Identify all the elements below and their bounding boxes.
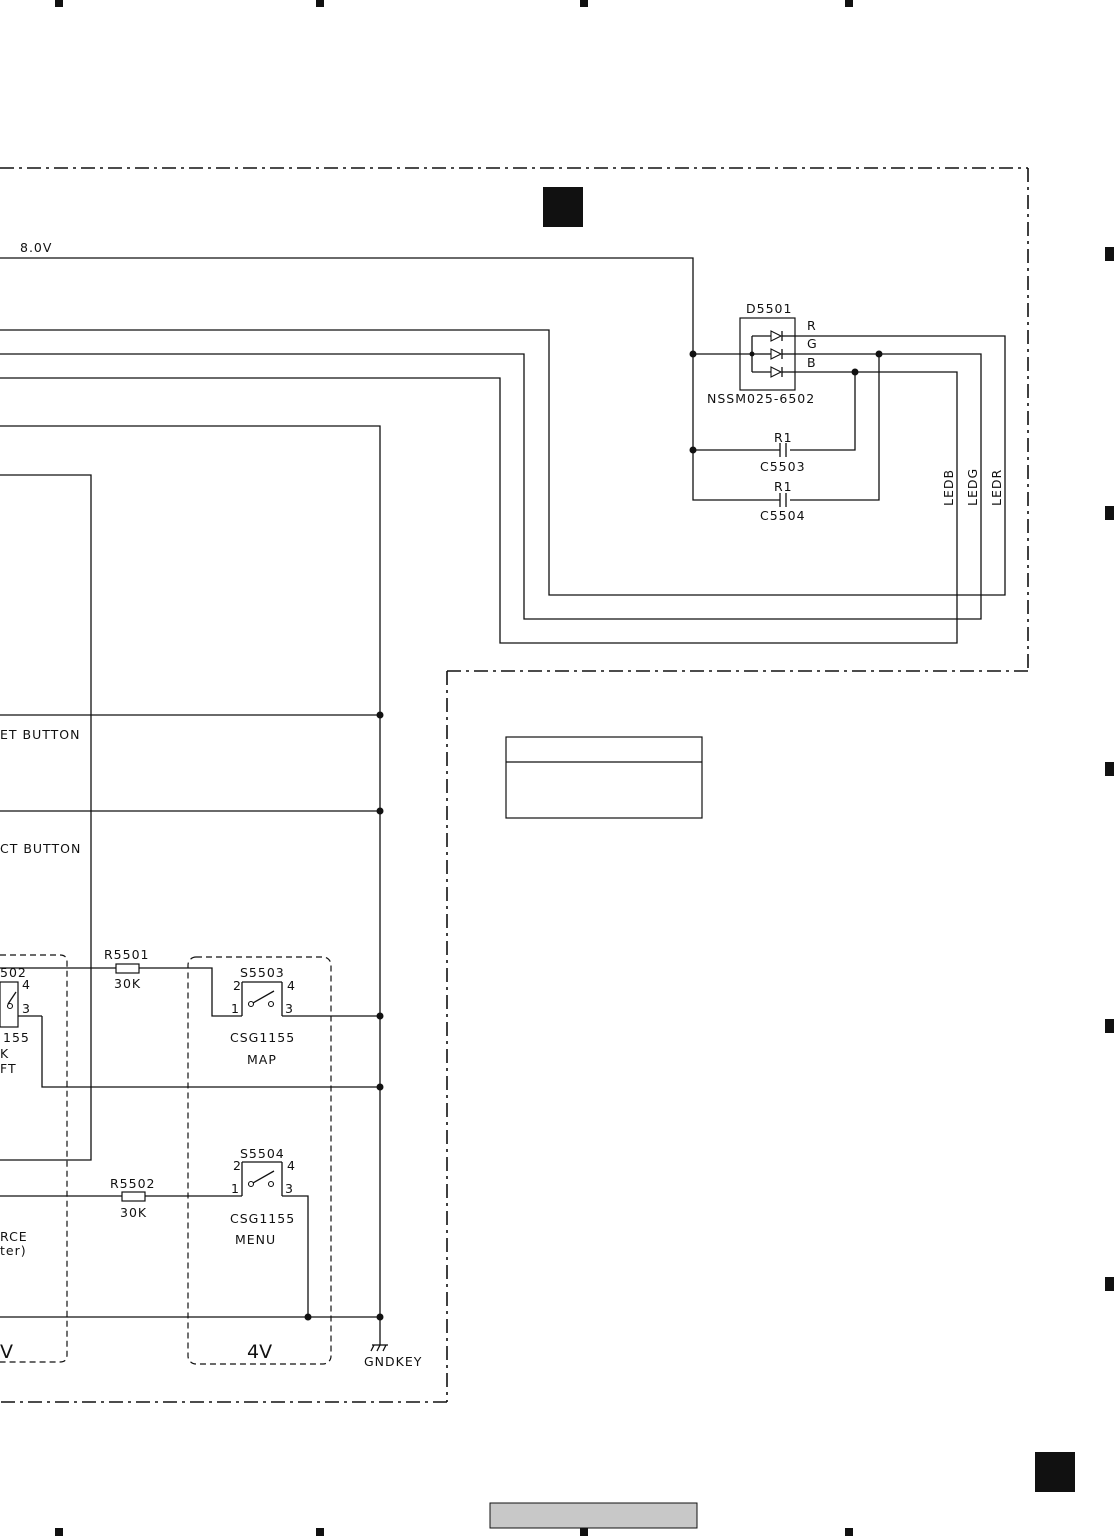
group-label-left: V — [0, 1341, 13, 1363]
r5502-value: 30K — [120, 1205, 147, 1220]
capacitor-c5503 — [779, 443, 787, 457]
switch-group-right — [187, 956, 332, 1365]
s5503-pin4: 4 — [287, 978, 296, 993]
s5504-ref: S5504 — [240, 1146, 285, 1161]
led-pin-r: R — [807, 318, 817, 333]
page-marker — [1035, 1452, 1075, 1492]
led-part: NSSM025-6502 — [707, 391, 815, 406]
cap1-value: R1 — [774, 430, 793, 445]
s5502-ref-partial: 502 — [0, 965, 27, 980]
footer-box — [489, 1502, 698, 1529]
s5503-pin1: 1 — [231, 1001, 240, 1016]
net-label-ledr: LEDR — [989, 469, 1004, 506]
ground-label: GNDKEY — [364, 1354, 422, 1369]
cap2-ref: C5504 — [760, 508, 806, 523]
s5503-ref: S5503 — [240, 965, 285, 980]
button-label-2: CT BUTTON — [0, 841, 81, 856]
supply-label: 8.0V — [20, 240, 52, 255]
cap2-value: R1 — [774, 479, 793, 494]
ground-symbol — [370, 1344, 388, 1352]
s5502-pin3: 3 — [22, 1001, 31, 1016]
r5501-value: 30K — [114, 976, 141, 991]
s5503-pin3: 3 — [285, 1001, 294, 1016]
s5504-pin2: 2 — [233, 1158, 242, 1173]
registration-marks — [55, 0, 1114, 1536]
source-label-partial-1: RCE — [0, 1229, 28, 1244]
net-label-ledb: LEDB — [941, 469, 956, 506]
led-pin-g: G — [807, 336, 818, 351]
switch-s5502-partial — [0, 981, 42, 1028]
r5501-ref: R5501 — [104, 947, 150, 962]
capacitor-c5504 — [779, 493, 787, 507]
s5502-part-partial: 155 — [3, 1030, 30, 1045]
s5502-pin4: 4 — [22, 977, 31, 992]
switch-s5503 — [241, 981, 380, 1017]
button-label-1: ET BUTTON — [0, 727, 80, 742]
s5504-pin1: 1 — [231, 1181, 240, 1196]
supply-net — [0, 257, 780, 501]
source-label-partial-2: ter) — [0, 1243, 27, 1258]
section-marker — [543, 187, 583, 227]
switch-s5504 — [241, 1161, 309, 1317]
legend-table — [505, 736, 703, 819]
s5503-part: CSG1155 — [230, 1030, 295, 1045]
s5502-line1-partial: K — [0, 1046, 9, 1061]
s5504-name: MENU — [235, 1232, 276, 1247]
s5504-part: CSG1155 — [230, 1211, 295, 1226]
led-nets — [0, 329, 1006, 644]
r5502-ref: R5502 — [110, 1176, 156, 1191]
s5504-pin3: 3 — [285, 1181, 294, 1196]
cap1-ref: C5503 — [760, 459, 806, 474]
led-d5501 — [739, 317, 796, 391]
key-lines — [0, 425, 381, 1345]
s5504-pin4: 4 — [287, 1158, 296, 1173]
resistor-r5501 — [0, 963, 242, 1017]
s5502-line2-partial: FT — [0, 1061, 17, 1076]
board-outline — [0, 167, 1029, 1403]
led-ref: D5501 — [746, 301, 792, 316]
s5503-name: MAP — [247, 1052, 277, 1067]
net-label-ledg: LEDG — [965, 468, 980, 506]
s5503-pin2: 2 — [233, 978, 242, 993]
switch-group-left — [0, 954, 68, 1363]
led-pin-b: B — [807, 355, 817, 370]
group-label-right: 4V — [247, 1341, 272, 1363]
resistor-r5502 — [0, 1191, 242, 1202]
